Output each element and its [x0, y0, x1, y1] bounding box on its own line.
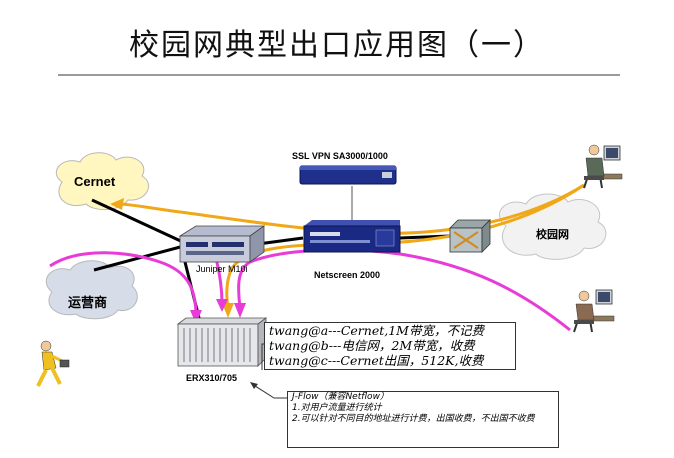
orange-arrowhead [222, 303, 234, 318]
campus-cloud [499, 193, 607, 260]
jflow-line: 2.可以针对不同目的地址进行计费，出国收费，不出国不收费 [292, 414, 535, 424]
title-divider [58, 74, 620, 76]
ssl-vpn-appliance [299, 165, 397, 185]
erx-label: ERX310/705 [186, 373, 238, 383]
isp-cloud [45, 260, 138, 320]
accounting-line: twang@c---Cernet出国，512K,收费 [269, 353, 484, 368]
jflow-title: J-Flow（兼容Netflow） [292, 392, 389, 402]
accounting-note: twang@a---Cernet,1M带宽，不记费 twang@b---电信网，… [264, 322, 516, 370]
juniper-label: Juniper M10i [196, 264, 248, 274]
cernet-cloud [55, 152, 149, 210]
black-links [91, 198, 451, 323]
orange-arrowhead [110, 198, 124, 210]
jflow-pointer [251, 383, 288, 399]
workstation-user-icon [583, 144, 623, 189]
magenta-arrowhead [190, 310, 202, 324]
accounting-line: twang@a---Cernet,1M带宽，不记费 [269, 323, 484, 338]
magenta-arrowhead [216, 299, 228, 312]
workstation-user-icon [573, 289, 615, 333]
accounting-line: twang@b---电信网，2M带宽，收费 [269, 338, 475, 353]
magenta-arrowhead [234, 303, 246, 318]
jflow-note: J-Flow（兼容Netflow） 1.对用户流量进行统计 2.可以针对不同目的… [287, 391, 559, 448]
jflow-line: 1.对用户流量进行统计 [292, 403, 382, 413]
juniper-router [178, 225, 266, 263]
isp-cloud-label: 运营商 [68, 296, 108, 311]
ssl-vpn-label: SSL VPN SA3000/1000 [292, 151, 388, 161]
jflow-pointer-head [250, 382, 258, 389]
netscreen-label: Netscreen 2000 [314, 270, 381, 280]
page-title: 校园网典型出口应用图（一） [129, 28, 545, 63]
netscreen-firewall [303, 220, 401, 253]
cernet-cloud-label: Cernet [74, 174, 116, 189]
core-switch [449, 219, 491, 253]
erx-chassis [176, 317, 268, 367]
mobile-user-icon [36, 340, 70, 387]
campus-cloud-label: 校园网 [536, 228, 569, 241]
